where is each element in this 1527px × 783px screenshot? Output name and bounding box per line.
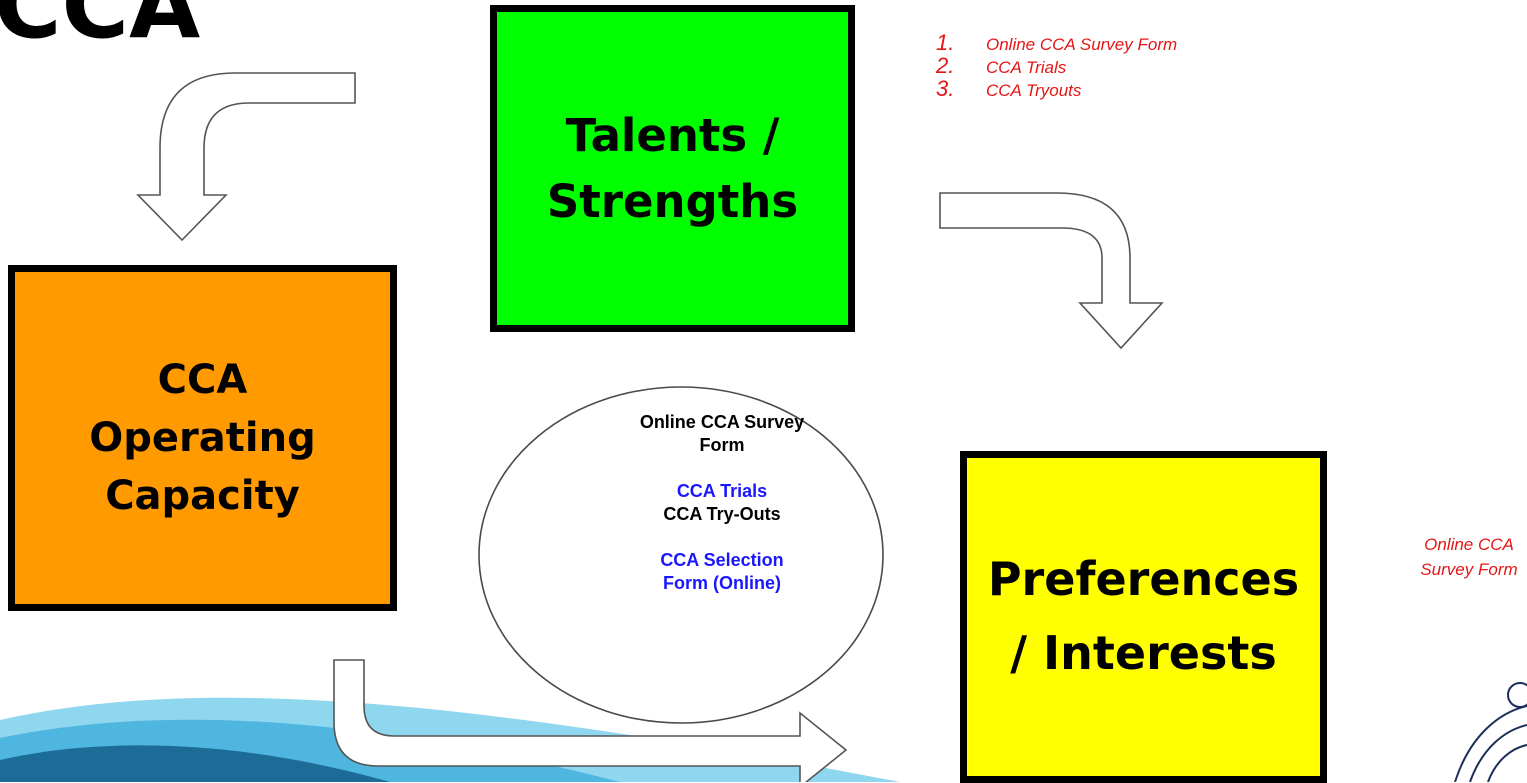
capacity-line-3: Capacity [105,473,300,519]
arrow-to-capacity [136,72,356,242]
ellipse-selection-line-2: Form (Online) [663,572,781,593]
page-title: CCA [0,0,201,59]
note-line-2: Survey Form [1420,559,1518,579]
arrow-capacity-to-preferences [333,659,848,782]
talents-methods-list: 1. Online CCA Survey Form 2. CCA Trials … [930,30,1178,101]
list-item: 3. CCA Tryouts [930,76,1177,101]
ellipse-survey-line-2: Form [699,435,745,456]
ellipse-tryouts: CCA Try-Outs [663,504,781,525]
list-text: CCA Trials [986,58,1067,77]
methods-ellipse [478,386,884,724]
capacity-line-1: CCA [157,357,248,403]
operating-capacity-box: CCA Operating Capacity [8,265,397,611]
list-number: 3. [936,76,955,101]
list-item: 2. CCA Trials [930,53,1177,78]
talents-line-2: Strengths [546,174,799,228]
list-text: Online CCA Survey Form [986,35,1178,54]
ellipse-selection-line-1: CCA Selection [660,549,784,570]
preferences-line-1: Preferences [987,552,1300,607]
preferences-interests-box: Preferences / Interests [960,451,1327,783]
ellipse-survey-line-1: Online CCA Survey [639,412,805,432]
preferences-line-2: / Interests [1010,626,1277,680]
talents-line-1: Talents / [565,109,780,163]
note-line-1: Online CCA [1424,535,1514,554]
ellipse-trials: CCA Trials [676,480,768,501]
school-crest-logo [1454,682,1527,782]
list-text: CCA Tryouts [986,81,1082,100]
arrow-to-preferences [939,192,1164,350]
list-number: 2. [936,53,955,78]
list-number: 1. [936,30,955,55]
capacity-line-2: Operating [89,415,316,461]
list-item: 1. Online CCA Survey Form [930,30,1178,55]
preferences-method-note: Online CCA Survey Form [1404,533,1527,582]
ellipse-content: Online CCA Survey Form CCA Trials CCA Tr… [522,411,922,595]
talents-strengths-box: Talents / Strengths [490,5,855,332]
